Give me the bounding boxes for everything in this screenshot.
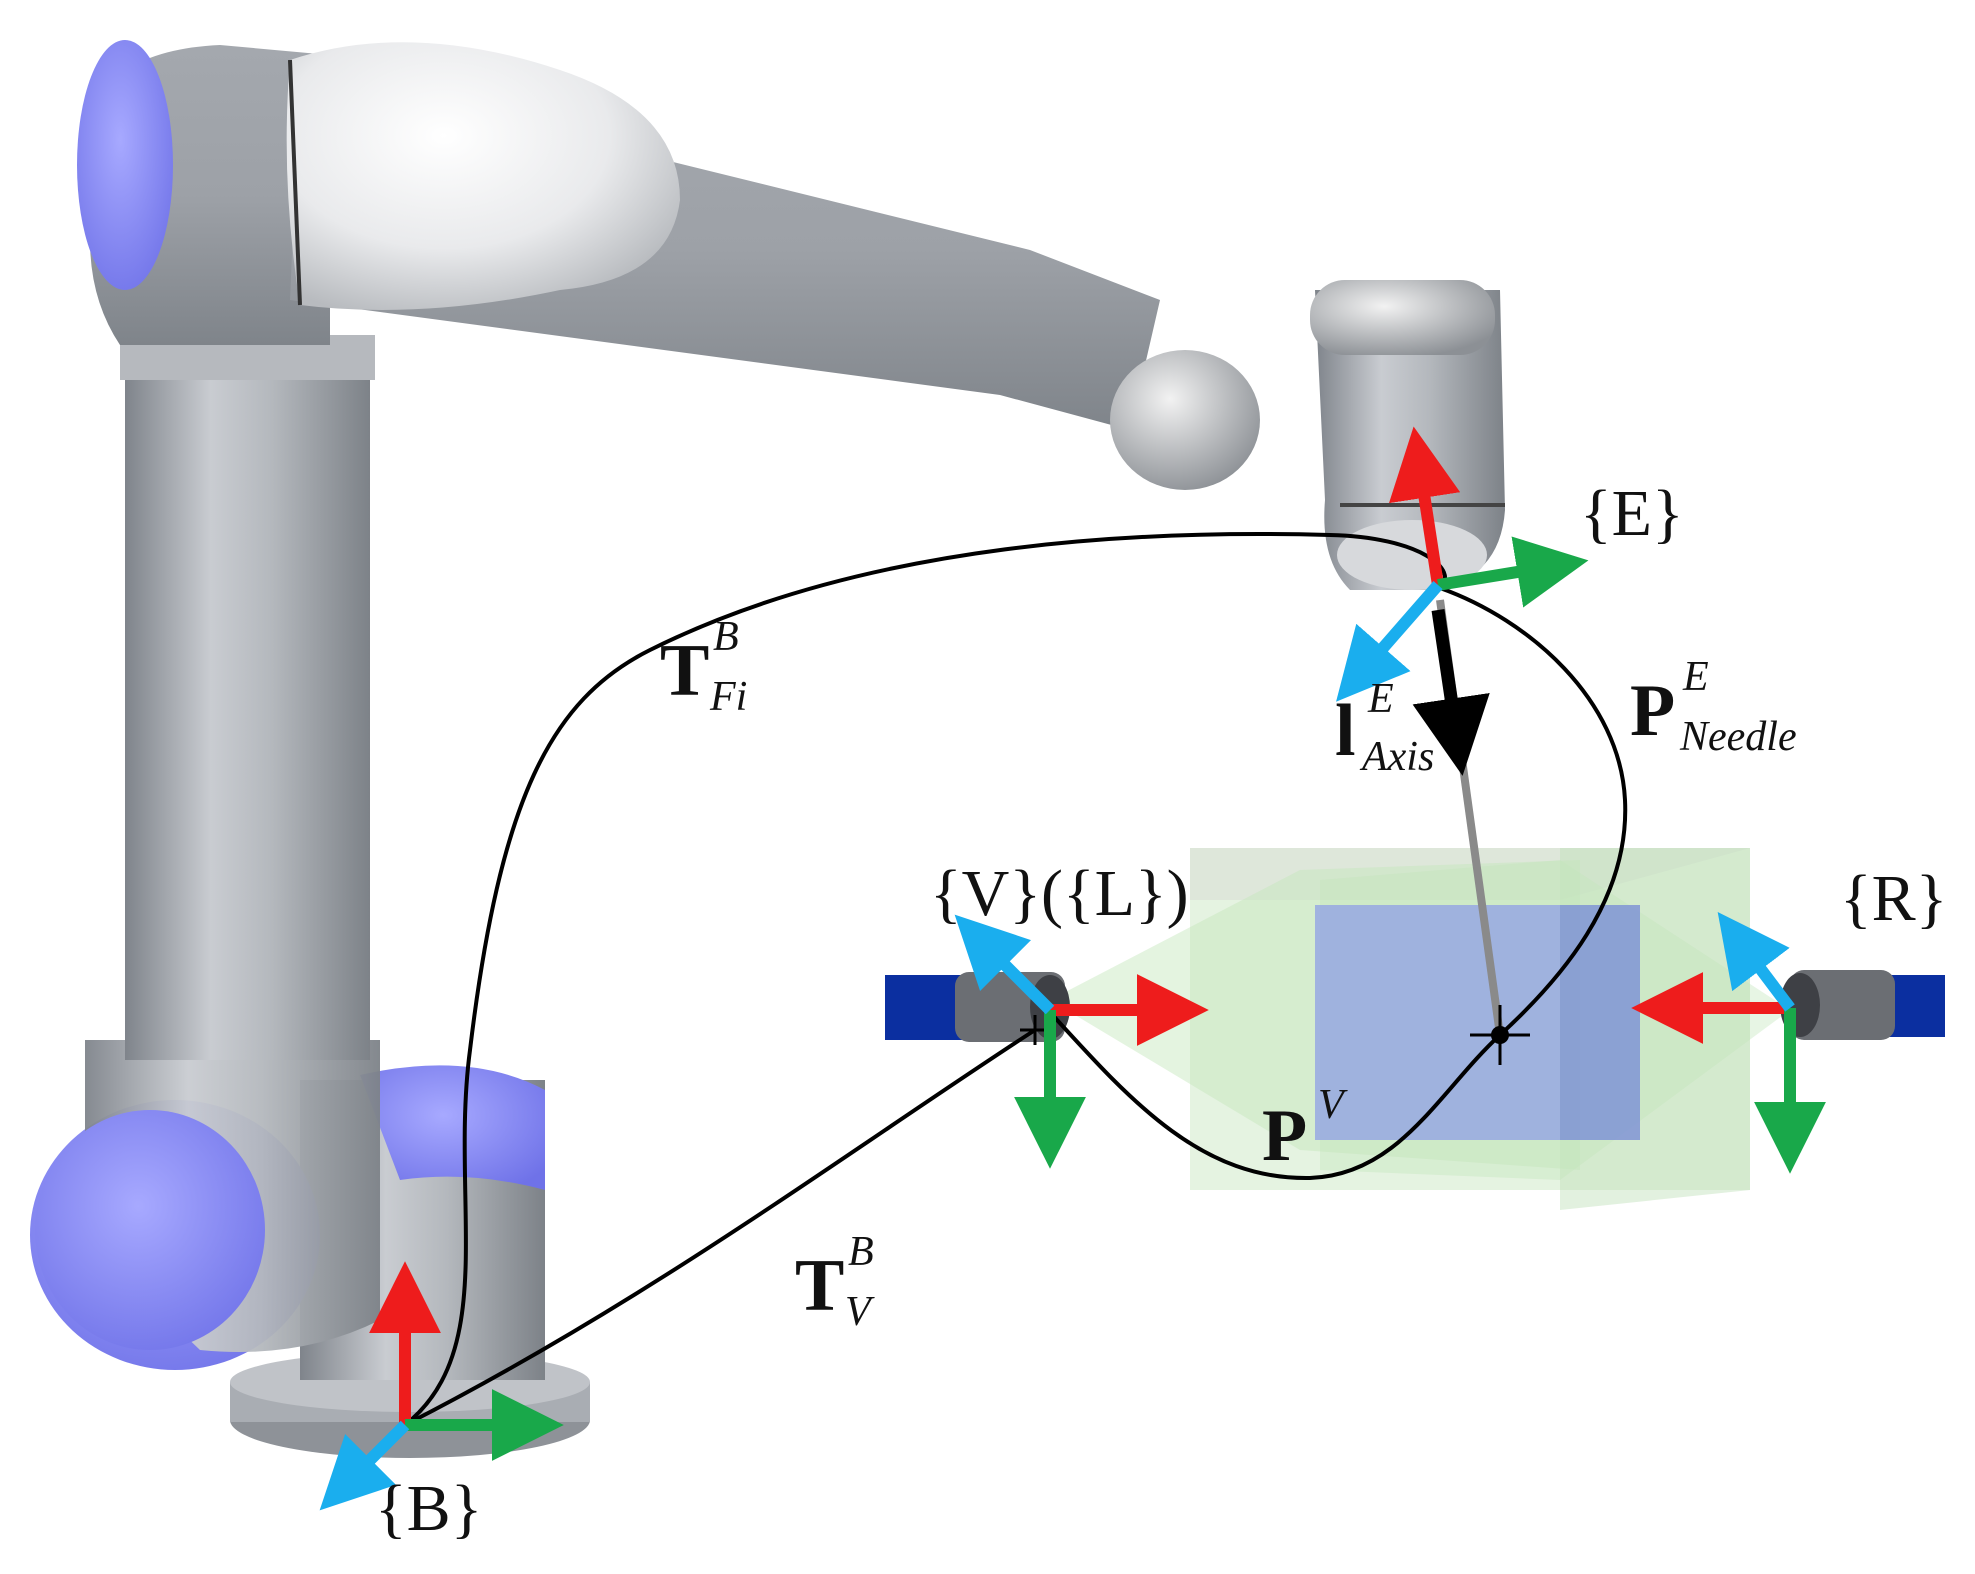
label-t-fi-b: T B Fi	[660, 614, 747, 720]
label-t-v-b-sup: B	[848, 1229, 874, 1275]
label-t-v-b: T B V	[795, 1229, 875, 1335]
right-camera	[1780, 970, 1945, 1040]
label-l-axis-e-base: l	[1335, 690, 1356, 772]
robot-forearm-seam	[288, 59, 302, 306]
frame-r-z-axis	[1717, 911, 1795, 1012]
left-camera-mount	[885, 975, 965, 1040]
label-l-axis-e-sup: E	[1367, 676, 1394, 722]
curve-t-v-b	[404, 1028, 1037, 1427]
label-p-v: P V	[1262, 1082, 1348, 1177]
robot-wrist-top	[1310, 280, 1495, 355]
robot-upper-arm	[125, 370, 370, 1060]
frame-b-z-axis	[319, 1420, 410, 1511]
frame-e-z-axis	[1336, 581, 1443, 702]
frame-label-right: {R}	[1840, 862, 1947, 935]
robot-arm	[30, 40, 1505, 1458]
frame-e-axes	[1336, 426, 1589, 702]
workspace-volume	[1050, 848, 1790, 1210]
frame-v-z-axis	[954, 914, 1055, 1015]
needle-axis-arrow	[1412, 609, 1490, 776]
frame-v-axes	[954, 914, 1209, 1169]
robot-elbow-cap	[77, 40, 173, 290]
frame-label-end-effector: {E}	[1580, 477, 1684, 550]
label-p-needle-e-sup: E	[1682, 654, 1709, 700]
robot-shoulder-cap-front	[35, 1110, 265, 1350]
label-t-fi-b-sup: B	[713, 614, 739, 660]
label-t-fi-b-base: T	[660, 630, 709, 712]
curve-p-needle-e	[1439, 586, 1628, 1037]
robot-forearm-white-joint	[286, 42, 680, 310]
frame-e-x-axis	[1388, 426, 1461, 586]
robot-wrist-cap	[1110, 350, 1260, 490]
label-p-needle-e: P E Needle	[1630, 654, 1797, 760]
target-cube-side	[1560, 905, 1640, 1140]
label-p-v-sup: V	[1318, 1082, 1348, 1128]
label-t-v-b-base: T	[795, 1245, 844, 1327]
frame-label-vision: {V}({L})	[930, 857, 1189, 930]
frame-label-base: {B}	[375, 1472, 482, 1545]
label-p-needle-e-sub: Needle	[1679, 714, 1797, 760]
workspace-top-face	[1190, 848, 1750, 900]
robot-base-joint-cap	[360, 1065, 545, 1190]
needle-tip-marker	[1470, 1005, 1530, 1065]
label-l-axis-e-sub: Axis	[1359, 734, 1434, 780]
label-t-fi-b-sub: Fi	[709, 674, 747, 720]
frame-b-axes	[319, 1261, 564, 1511]
label-p-v-base: P	[1262, 1095, 1307, 1177]
frame-e-y-axis	[1437, 536, 1589, 608]
frame-r-axes	[1631, 911, 1826, 1174]
curve-p-v	[1046, 1008, 1502, 1181]
label-p-needle-e-base: P	[1630, 670, 1675, 752]
label-l-axis-e: l E Axis	[1335, 676, 1434, 780]
curve-t-fi-b	[403, 532, 1447, 1427]
label-t-v-b-sub: V	[845, 1289, 875, 1335]
